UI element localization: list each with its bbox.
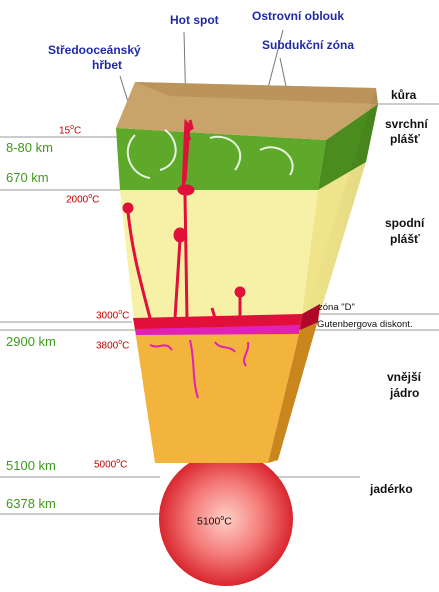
gutenberg-label: Gutenbergova diskont. xyxy=(317,319,413,330)
inner-core-label: jadérko xyxy=(370,482,413,496)
temperature-3800: 3800oC xyxy=(96,339,129,351)
temperature-2000: 2000oC xyxy=(66,193,99,205)
hot-spot-label: Hot spot xyxy=(170,13,219,27)
temperature-5100: 5100oC xyxy=(197,515,232,528)
upper-mantle-label-line2: plášť xyxy=(390,132,420,146)
temperature-15: 15oC xyxy=(59,124,81,136)
d-zone-label: zóna "D" xyxy=(318,302,355,313)
island-arc-label: Ostrovní oblouk xyxy=(252,9,344,23)
outer-core-label-line2: jádro xyxy=(390,386,419,400)
depth-label-8-80: 8-80 km xyxy=(6,140,53,155)
depth-label-6378: 6378 km xyxy=(6,496,56,511)
mid-ocean-ridge-label-line2: hřbet xyxy=(92,58,122,72)
temperature-5000: 5000oC xyxy=(94,458,127,470)
crust-label: kůra xyxy=(391,88,416,102)
lower-mantle-label-line1: spodní xyxy=(385,216,424,230)
depth-label-5100: 5100 km xyxy=(6,458,56,473)
depth-label-670: 670 km xyxy=(6,170,49,185)
lower-mantle-label-line2: plášť xyxy=(390,232,420,246)
temperature-3000: 3000oC xyxy=(96,309,129,321)
upper-mantle-label-line1: svrchní xyxy=(385,117,428,131)
lower-mantle-front xyxy=(120,190,318,330)
outer-core-label-line1: vnější xyxy=(387,370,421,384)
mid-ocean-ridge-label-line1: Středooceánský xyxy=(48,43,141,57)
depth-label-2900: 2900 km xyxy=(6,334,56,349)
subduction-zone-label: Subdukční zóna xyxy=(262,38,354,52)
